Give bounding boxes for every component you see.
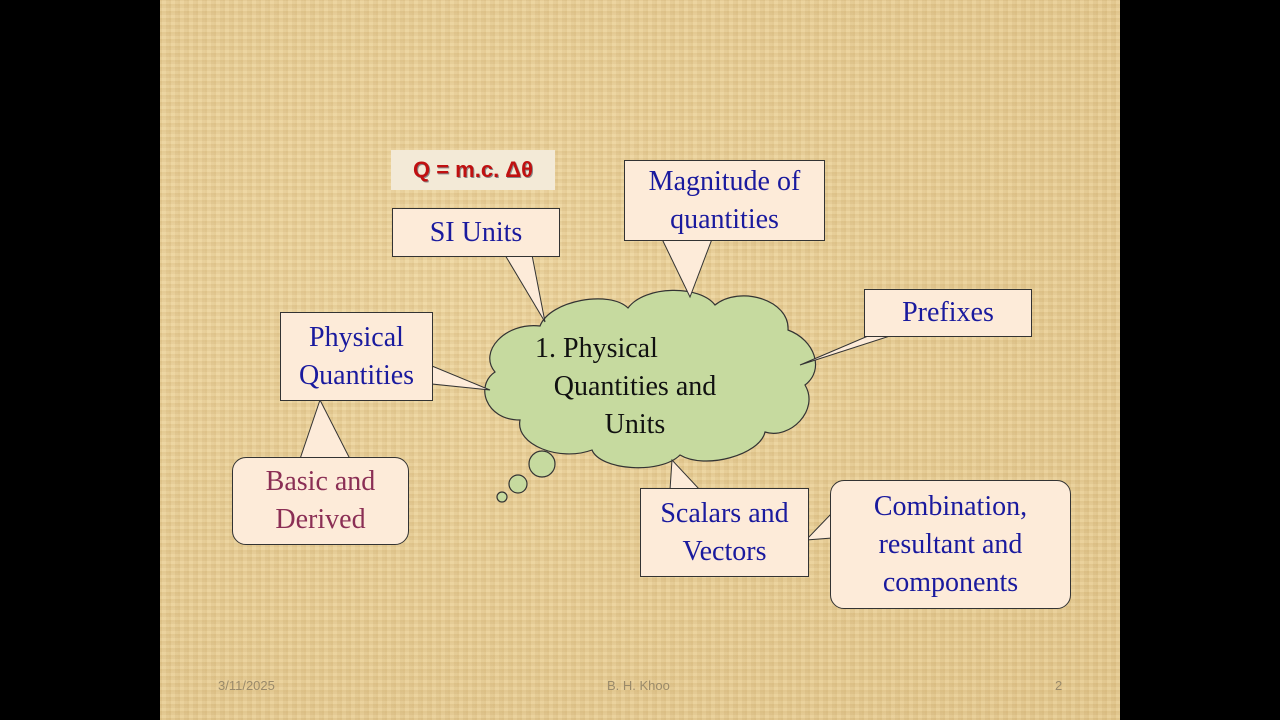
thought-bubble-small <box>496 491 508 503</box>
si-units-pointer <box>504 254 546 323</box>
magnitude-label: Magnitude of quantities <box>648 165 801 235</box>
footer-date: 3/11/2025 <box>218 678 275 693</box>
prefixes-node: Prefixes <box>864 289 1032 337</box>
thought-bubble-medium <box>508 474 528 494</box>
combination-node: Combination, resultant and components <box>830 480 1071 609</box>
central-topic-line2: Quantities and <box>553 371 717 402</box>
basic-derived-label: Basic and Derived <box>265 466 376 535</box>
central-topic: 1. Physical Quantities and Units <box>530 330 740 440</box>
prefixes-pointer <box>799 335 891 366</box>
thought-bubble-large <box>528 450 556 478</box>
scalars-vectors-node: Scalars and Vectors <box>640 488 809 577</box>
formula-label: Q = m.c. Δθ <box>391 150 555 190</box>
basic-derived-node: Basic and Derived <box>232 457 409 545</box>
physical-quantities-pointer <box>431 365 491 391</box>
footer-page-number: 2 <box>1055 678 1063 693</box>
si-units-label: SI Units <box>429 216 523 248</box>
basic-derived-pointer <box>299 398 351 460</box>
central-topic-line3: Units <box>604 409 666 440</box>
footer-author: B. H. Khoo <box>607 678 670 693</box>
scalars-vectors-label: Scalars and Vectors <box>660 497 789 567</box>
magnitude-pointer <box>661 238 713 299</box>
scalars-vectors-pointer <box>669 458 702 491</box>
central-topic-line1: 1. Physical <box>535 333 658 364</box>
physical-quantities-label: Physical Quantities <box>298 321 415 391</box>
combination-label: Combination, resultant and components <box>873 490 1028 598</box>
si-units-node: SI Units <box>392 208 560 257</box>
combination-pointer <box>804 511 833 541</box>
magnitude-node: Magnitude of quantities <box>624 160 825 241</box>
prefixes-label: Prefixes <box>902 297 994 328</box>
physical-quantities-node: Physical Quantities <box>280 312 433 401</box>
